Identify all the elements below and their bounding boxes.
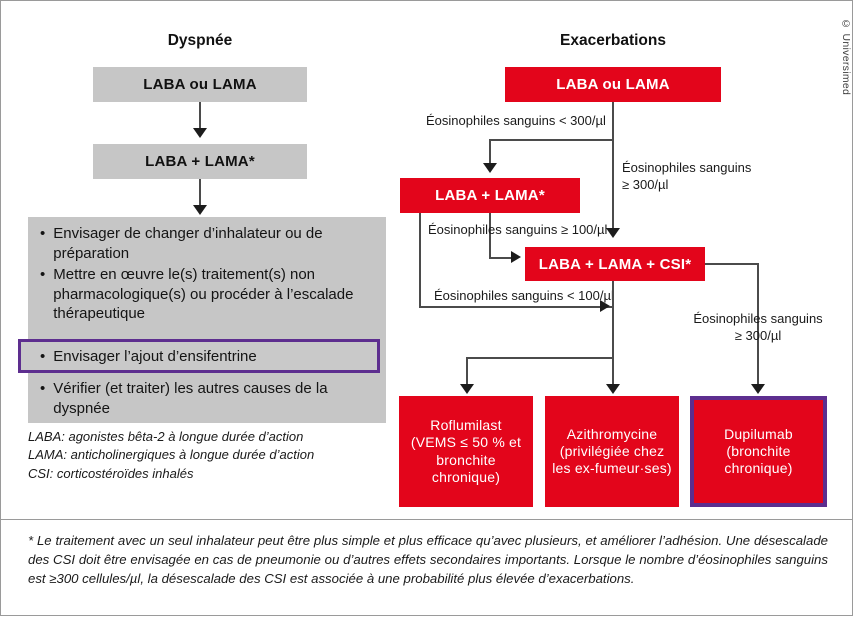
arrowhead-right-ge300-to-csi <box>606 228 620 238</box>
column-title-dyspnee: Dyspnée <box>167 32 233 49</box>
connector-csi-right-down <box>757 263 759 388</box>
edge-label-eos-lt-300: Éosinophiles sanguins < 300/µl <box>426 113 606 128</box>
connector-roflumilast-down <box>466 357 468 388</box>
edge-label-eos-ge-300-right-line1: Éosinophiles sanguins <box>693 311 823 326</box>
bullet-marker: • <box>40 225 46 242</box>
legend-line-lama: LAMA: anticholinergiques à longue durée … <box>28 447 315 463</box>
edge-label-eos-ge-300-top-line1: Éosinophiles sanguins <box>622 160 752 175</box>
left-recommendations-panel <box>28 217 386 423</box>
connector-lablama-down-ge100 <box>489 213 491 258</box>
arrowhead-ge100-into-csi <box>511 251 521 263</box>
legend-line-csi: CSI: corticostéroïdes inhalés <box>28 465 194 481</box>
connector-right-branch-lt300-down <box>489 139 491 167</box>
footnote-text: * Le traitement avec un seul inhalateur … <box>28 533 828 587</box>
right-step-laba-lama-csi: LABA + LAMA + CSI* <box>525 247 705 281</box>
connector-right-branch-lt300 <box>489 139 613 141</box>
connector-left-1 <box>199 102 201 132</box>
ensifentrine-label: Envisager l’ajout d’ensifentrine <box>53 348 257 365</box>
bullet-marker: • <box>40 266 46 283</box>
footnote-divider <box>1 519 853 520</box>
edge-label-eos-ge-100: Éosinophiles sanguins ≥ 100/µl <box>428 222 608 237</box>
bullet-marker: • <box>40 348 46 365</box>
ensifentrine-highlight-box <box>18 339 380 373</box>
connector-right-trunk-top <box>612 102 614 165</box>
column-title-exacerbations: Exacerbations <box>560 32 666 49</box>
arrowhead-azithromycine <box>606 384 620 394</box>
copyright-label: © Universimed <box>840 18 852 96</box>
arrowhead-lt100 <box>600 300 610 312</box>
list-item: • Mettre en œuvre le(s) traitement(s) no… <box>40 265 380 324</box>
list-item: • Vérifier (et traiter) les autres cause… <box>40 379 380 418</box>
arrowhead-right-lt300 <box>483 163 497 173</box>
edge-label-eos-lt-100: Éosinophiles sanguins < 100/µl <box>434 288 614 303</box>
connector-lt100-to-trunk <box>419 306 612 308</box>
left-step-laba-ou-lama: LABA ou LAMA <box>93 67 307 102</box>
ensifentrine-list-item: • Envisager l’ajout d’ensifentrine <box>40 347 370 369</box>
right-step-laba-ou-lama: LABA ou LAMA <box>505 67 721 102</box>
arrowhead-dupilumab <box>751 384 765 394</box>
connector-split-to-roflumilast <box>466 357 613 359</box>
right-step-laba-plus-lama: LABA + LAMA* <box>400 178 580 213</box>
left-step-laba-plus-lama: LABA + LAMA* <box>93 144 307 179</box>
left-recommendations-list: • Envisager de changer d’inhalateur ou d… <box>40 224 380 326</box>
edge-label-eos-ge-300-top-line2: ≥ 300/µl <box>622 177 669 192</box>
list-item-label: Envisager de changer d’inhalateur ou de … <box>53 225 323 262</box>
edge-label-eos-ge-300-right-line2: ≥ 300/µl <box>734 328 782 343</box>
connector-lablama-down-lt100 <box>419 213 421 307</box>
connector-left-2 <box>199 179 201 209</box>
arrowhead-left-2 <box>193 205 207 215</box>
connector-lablama-right-ge100 <box>489 257 516 259</box>
list-item: • Envisager de changer d’inhalateur ou d… <box>40 224 380 263</box>
list-item-label: Vérifier (et traiter) les autres causes … <box>53 380 328 417</box>
list-item-label: Mettre en œuvre le(s) traitement(s) non … <box>53 266 354 322</box>
connector-csi-right <box>705 263 758 265</box>
bullet-marker: • <box>40 380 46 397</box>
left-recommendations-list-tail: • Vérifier (et traiter) les autres cause… <box>40 379 380 420</box>
connector-right-trunk-mid <box>612 165 614 232</box>
legend-line-laba: LABA: agonistes bêta-2 à longue durée d’… <box>28 429 304 444</box>
abbreviation-legend: LABA: agonistes bêta-2 à longue durée d’… <box>28 428 388 483</box>
arrowhead-roflumilast <box>460 384 474 394</box>
arrowhead-left-1 <box>193 128 207 138</box>
connector-csi-down-trunk <box>612 281 614 388</box>
